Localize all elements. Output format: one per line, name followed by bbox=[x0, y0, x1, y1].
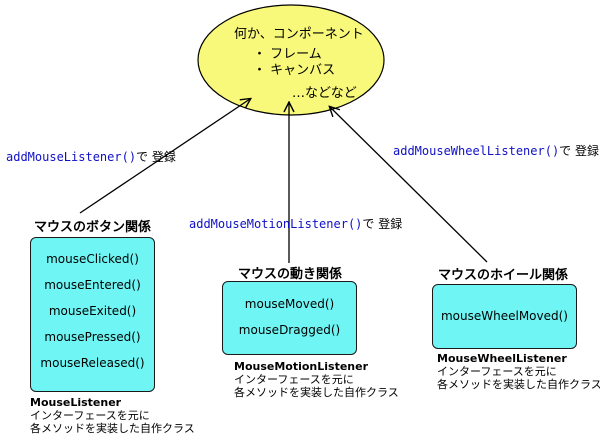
register-suffix: で 登録 bbox=[559, 144, 599, 158]
component-etc: …などなど bbox=[292, 86, 357, 101]
add-mouse-listener-method: addMouseListener() bbox=[6, 150, 137, 164]
caption-class-name: MouseListener bbox=[30, 396, 122, 409]
caption-line-1: インターフェースを元に bbox=[437, 365, 557, 378]
group-title-button: マウスのボタン関係 bbox=[34, 220, 152, 235]
registration-label-motion: addMouseMotionListener()で 登録 bbox=[189, 213, 402, 232]
listener-box-motion: mouseMoved() mouseDragged() bbox=[222, 281, 357, 355]
listener-box-wheel: mouseWheelMoved() bbox=[432, 284, 577, 349]
component-ellipse bbox=[197, 4, 385, 116]
caption-motion: MouseMotionListener インターフェースを元に 各メソッドを実装… bbox=[234, 360, 399, 399]
arrow-button-to-component bbox=[79, 99, 250, 214]
caption-line-1: インターフェースを元に bbox=[30, 409, 150, 422]
method-mouse-clicked: mouseClicked() bbox=[46, 252, 139, 266]
caption-line-1: インターフェースを元に bbox=[234, 373, 354, 386]
method-mouse-entered: mouseEntered() bbox=[44, 278, 141, 292]
component-title: 何か、コンポーネント bbox=[234, 27, 364, 42]
registration-label-button: addMouseListener()で 登録 bbox=[6, 146, 176, 165]
add-mouse-wheel-listener-method: addMouseWheelListener() bbox=[393, 144, 560, 158]
caption-line-2: 各メソッドを実装した自作クラス bbox=[30, 422, 195, 435]
method-mouse-exited: mouseExited() bbox=[48, 304, 137, 318]
group-title-wheel: マウスのホイール関係 bbox=[438, 268, 569, 283]
caption-wheel: MouseWheelListener インターフェースを元に 各メソッドを実装し… bbox=[437, 352, 600, 391]
register-suffix: で 登録 bbox=[362, 217, 403, 231]
caption-class-name: MouseWheelListener bbox=[437, 352, 567, 365]
component-item-frame: ・ フレーム bbox=[253, 47, 322, 62]
caption-class-name: MouseMotionListener bbox=[234, 360, 369, 373]
method-mouse-moved: mouseMoved() bbox=[244, 297, 335, 311]
method-mouse-dragged: mouseDragged() bbox=[238, 323, 341, 337]
method-mouse-pressed: mousePressed() bbox=[44, 330, 141, 344]
add-mouse-motion-listener-method: addMouseMotionListener() bbox=[189, 217, 363, 231]
caption-line-2: 各メソッドを実装した自作クラス bbox=[234, 386, 399, 399]
caption-button: MouseListener インターフェースを元に 各メソッドを実装した自作クラ… bbox=[30, 396, 195, 435]
caption-line-2: 各メソッドを実装した自作クラス bbox=[437, 378, 600, 391]
listener-box-button: mouseClicked() mouseEntered() mouseExite… bbox=[30, 237, 155, 392]
register-suffix: で 登録 bbox=[136, 150, 176, 164]
method-mouse-wheel-moved: mouseWheelMoved() bbox=[440, 309, 568, 323]
component-item-canvas: ・ キャンバス bbox=[253, 63, 336, 78]
arrow-wheel-to-component bbox=[330, 107, 488, 263]
method-mouse-released: mouseReleased() bbox=[40, 356, 145, 370]
group-title-motion: マウスの動き関係 bbox=[238, 267, 343, 282]
registration-label-wheel: addMouseWheelListener()で 登録 bbox=[393, 140, 599, 159]
